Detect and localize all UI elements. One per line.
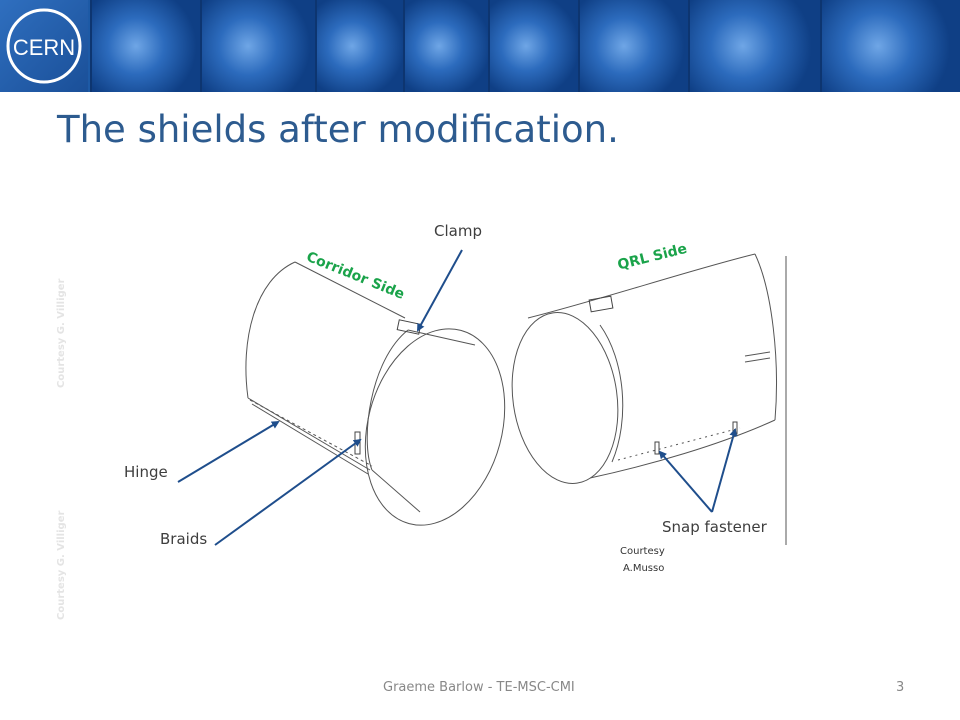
cern-logo-icon: CERN: [6, 8, 82, 84]
slide-title: The shields after modification.: [57, 108, 619, 151]
snap-fastener-label: Snap fastener: [662, 518, 767, 536]
footer-author: Graeme Barlow - TE-MSC-CMI: [383, 680, 575, 695]
courtesy-line2: A.Musso: [623, 563, 665, 574]
qrl-side-shield: [511, 253, 777, 484]
hinge-label: Hinge: [124, 463, 168, 481]
banner-image: [90, 0, 202, 92]
cern-logo: CERN: [0, 0, 88, 92]
banner-image: [488, 0, 580, 92]
banner-image: [688, 0, 822, 92]
courtesy-line1: Courtesy: [620, 546, 665, 557]
braids-arrow: [214, 438, 362, 546]
banner-image: [200, 0, 317, 92]
clamp-label: Clamp: [434, 222, 482, 240]
banner-image: [315, 0, 405, 92]
snap-arrow-right: [711, 428, 738, 513]
logo-text: CERN: [13, 35, 75, 60]
banner-image: [403, 0, 490, 92]
hinge-arrow: [177, 420, 280, 483]
clamp-arrow: [417, 249, 463, 332]
annotation-arrows: [177, 249, 738, 546]
banner-image: [578, 0, 690, 92]
header-banner: CERN: [0, 0, 960, 92]
snap-arrow-left: [658, 450, 713, 513]
braids-label: Braids: [160, 530, 208, 548]
banner-image: [820, 0, 960, 92]
corridor-side-shield: [245, 261, 506, 526]
page-number: 3: [896, 680, 905, 695]
